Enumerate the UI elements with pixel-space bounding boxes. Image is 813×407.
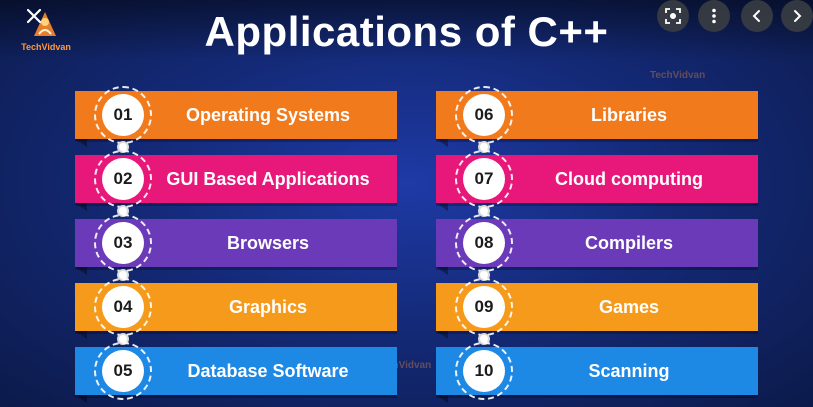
item-number: 08 [463, 222, 505, 264]
previous-button[interactable] [741, 0, 773, 32]
number-badge: 10 [455, 342, 513, 400]
item-number: 01 [102, 94, 144, 136]
item-label: Libraries [590, 105, 668, 125]
number-badge: 02 [94, 150, 152, 208]
list-item: Cloud computing 07 [436, 150, 758, 217]
list-item: Graphics 04 [75, 278, 397, 345]
item-number: 10 [463, 350, 505, 392]
watermark: TechVidvan [376, 360, 432, 371]
number-badge: 03 [94, 214, 152, 272]
list-item: Browsers 03 [75, 214, 397, 281]
lens-button[interactable] [657, 0, 689, 32]
list-item: Compilers 08 [436, 214, 758, 281]
item-label: Browsers [226, 233, 310, 253]
item-label: Cloud computing [555, 169, 703, 189]
lens-icon [665, 8, 681, 24]
item-label: Graphics [228, 297, 308, 317]
watermark: TechVidvan [650, 70, 706, 81]
list-item: Operating Systems 01 [75, 86, 397, 153]
list-item: Database Software 05 [75, 342, 397, 403]
next-button[interactable] [781, 0, 813, 32]
list-item: Libraries 06 [436, 86, 758, 153]
item-label: Games [598, 297, 660, 317]
item-number: 05 [102, 350, 144, 392]
item-number: 07 [463, 158, 505, 200]
item-label: Database Software [187, 361, 349, 381]
number-badge: 06 [455, 86, 513, 144]
left-column: Operating Systems 01 GUI Based Applicati… [75, 86, 397, 407]
number-badge: 09 [455, 278, 513, 336]
more-options-button[interactable] [698, 0, 730, 32]
close-icon [26, 8, 42, 24]
logo-text: TechVidvan [21, 42, 71, 52]
item-number: 09 [463, 286, 505, 328]
techvidvan-logo: TechVidvan [16, 10, 76, 58]
logo-icon [34, 12, 56, 36]
number-badge: 04 [94, 278, 152, 336]
page-title: Applications of C++ [204, 8, 609, 55]
item-label: Operating Systems [185, 105, 351, 125]
item-label: GUI Based Applications [166, 169, 370, 189]
item-label: Compilers [584, 233, 674, 253]
number-badge: 05 [94, 342, 152, 400]
item-number: 03 [102, 222, 144, 264]
right-column: Libraries 06 Cloud computing 07 Compiler… [436, 86, 758, 407]
list-item: Games 09 [436, 278, 758, 345]
close-button[interactable] [18, 0, 50, 32]
list-item: Scanning 10 [436, 342, 758, 403]
number-badge: 07 [455, 150, 513, 208]
chevron-left-icon [752, 10, 760, 22]
list-item: GUI Based Applications 02 [75, 150, 397, 217]
item-number: 02 [102, 158, 144, 200]
more-vert-icon [712, 8, 716, 24]
item-label: Scanning [588, 361, 670, 381]
number-badge: 01 [94, 86, 152, 144]
item-number: 06 [463, 94, 505, 136]
item-number: 04 [102, 286, 144, 328]
chevron-right-icon [794, 10, 802, 22]
number-badge: 08 [455, 214, 513, 272]
